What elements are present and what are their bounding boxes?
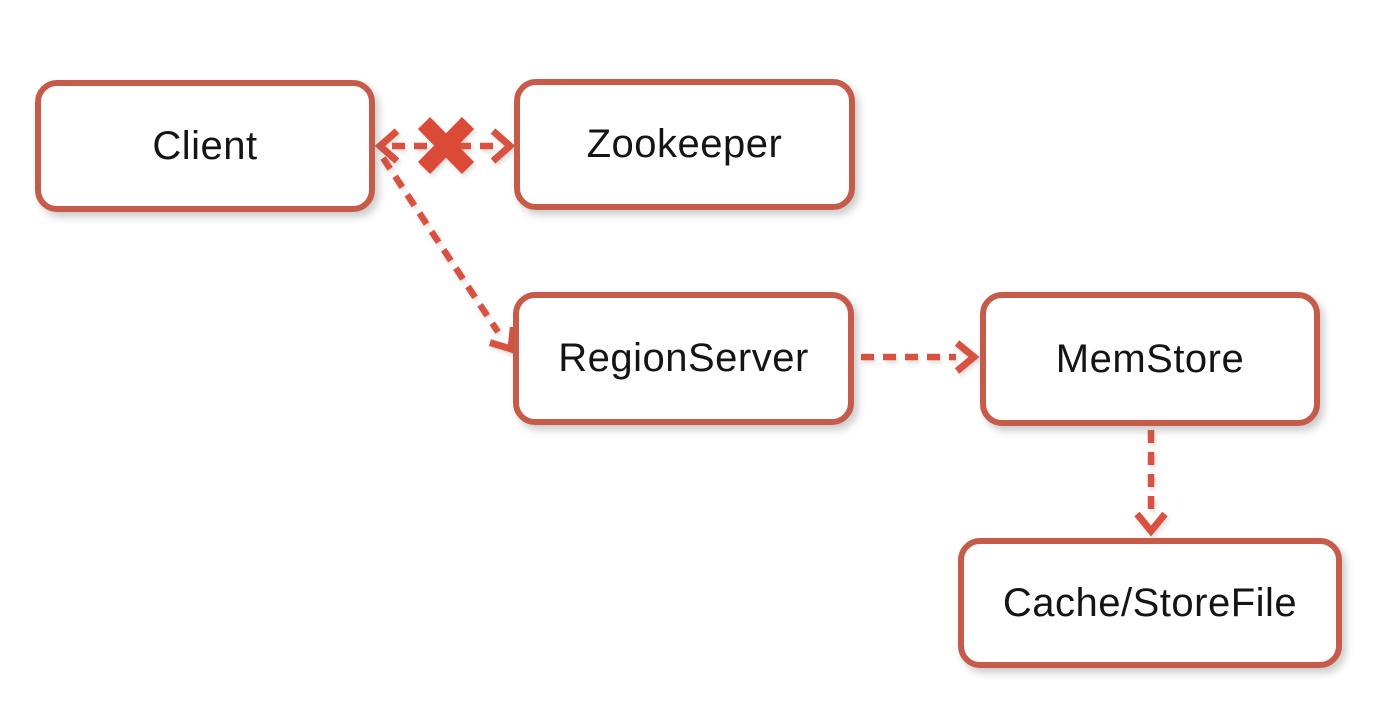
node-regionserver-label: RegionServer <box>558 336 809 380</box>
arrowhead-to-client <box>374 128 400 164</box>
edge-regionserver-memstore <box>861 340 980 374</box>
node-client: Client <box>35 80 375 212</box>
node-memstore: MemStore <box>980 292 1320 426</box>
node-cachestorefile: Cache/StoreFile <box>958 538 1342 668</box>
arrowhead-to-zookeeper <box>490 128 516 164</box>
node-client-label: Client <box>152 123 258 168</box>
edge-client-regionserver <box>380 156 517 354</box>
arrowhead-to-memstore <box>954 340 980 374</box>
edge-memstore-cachestorefile <box>1134 430 1168 537</box>
arrowhead-to-cachestorefile <box>1134 511 1168 537</box>
x-mark-icon <box>417 117 475 174</box>
node-memstore-label: MemStore <box>1055 336 1245 381</box>
node-zookeeper-label: Zookeeper <box>586 122 783 166</box>
node-cachestorefile-label: Cache/StoreFile <box>1002 580 1298 625</box>
node-regionserver: RegionServer <box>513 292 854 425</box>
edge-client-zookeeper <box>374 128 516 164</box>
node-zookeeper: Zookeeper <box>514 79 855 210</box>
